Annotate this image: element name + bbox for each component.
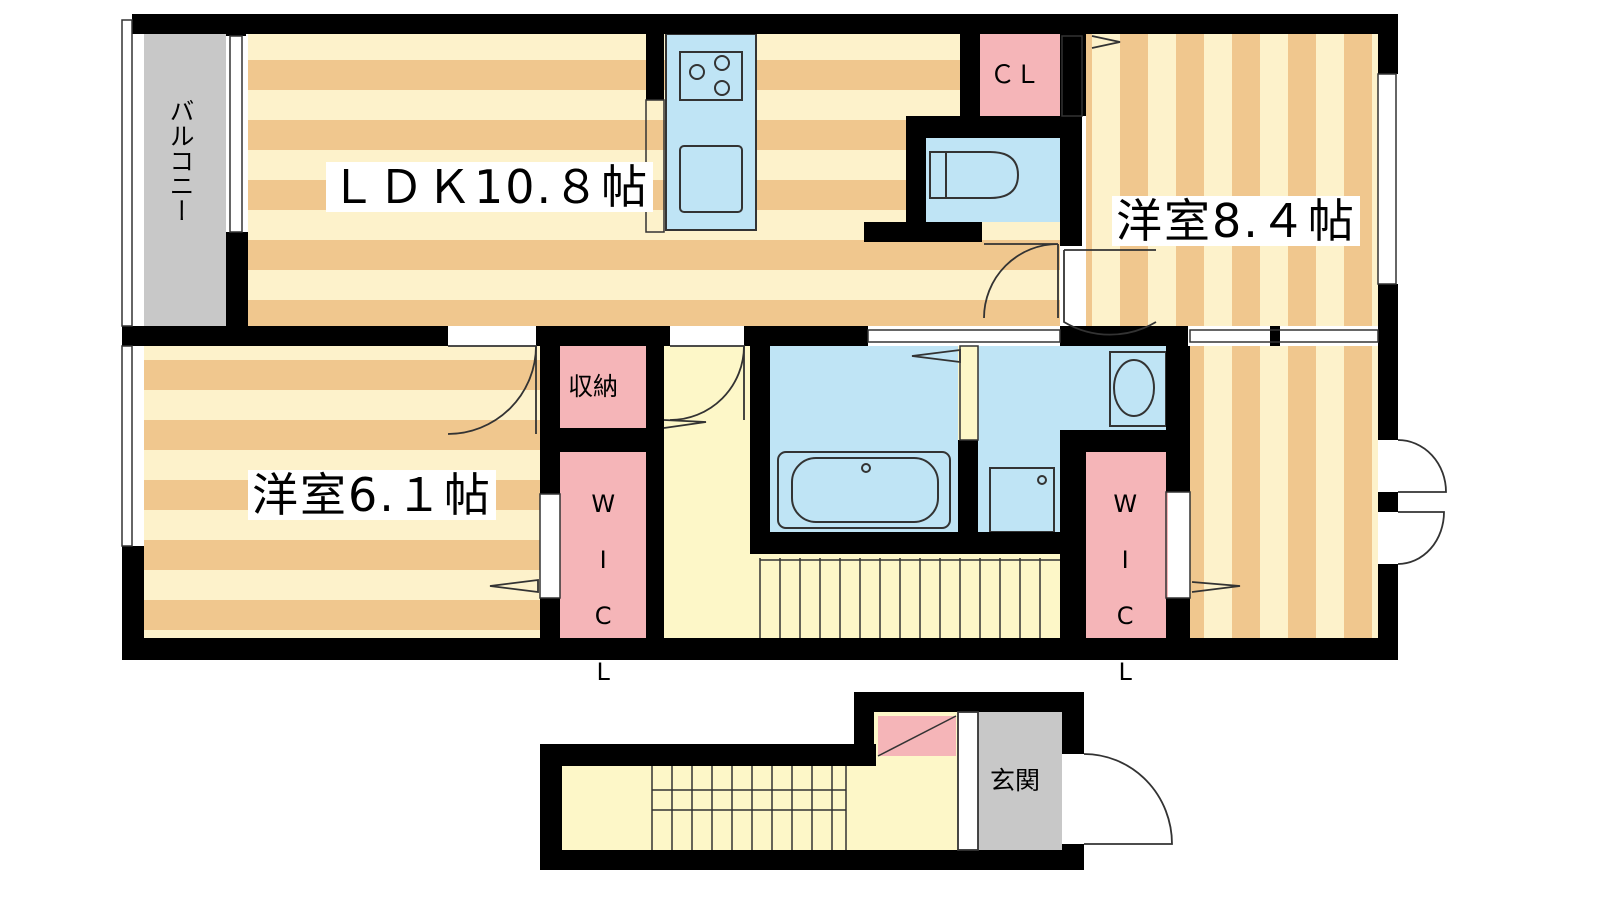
windows (121, 19, 1397, 599)
lower-hall-floor (562, 766, 958, 852)
washroom-lower (978, 436, 1060, 532)
western-8-floor (1086, 34, 1378, 326)
wic-left-floor (560, 452, 646, 638)
wic-right-floor (1086, 452, 1168, 638)
closet-cl (980, 34, 1060, 116)
western-8-label: 洋室8.４帖 (1112, 196, 1360, 246)
sink-icon (679, 145, 743, 213)
burner-icon (714, 55, 730, 71)
upper-walls (122, 14, 1398, 660)
bathtub-icon (777, 451, 951, 529)
stove-icon (679, 51, 743, 101)
burner-icon (689, 64, 705, 80)
western-6-label: 洋室6.１帖 (248, 470, 496, 520)
storage-closet (560, 346, 646, 428)
toilet-tank-icon (929, 151, 947, 199)
washer-drain-icon (1037, 475, 1047, 485)
balcony-label: バルコニー (166, 98, 195, 223)
wic-right-label: W I C L (1111, 490, 1140, 686)
wic-left-label: W I C L (589, 490, 618, 686)
closet-cl-label: ＣＬ (990, 60, 1041, 89)
burner-icon (714, 80, 730, 96)
western-8-floor-lower (1190, 346, 1378, 638)
ldk-label: ＬＤＫ10.８帖 (326, 162, 654, 212)
lower-lines (957, 711, 1173, 851)
drain-icon (861, 463, 871, 473)
lower-stairs (651, 766, 847, 852)
balcony-floor (144, 34, 226, 326)
lower-closet-diagonal (877, 715, 957, 757)
storage-label: 収納 (568, 372, 619, 401)
entrance-floor (978, 712, 1062, 852)
bathtub-inner-icon (791, 457, 939, 523)
basin-bowl-icon (1113, 359, 1155, 417)
lower-walls (540, 692, 1084, 870)
bathroom (770, 346, 958, 532)
entrance-label: 玄関 (990, 766, 1041, 795)
toilet-bowl-icon (946, 151, 1020, 199)
doors (447, 35, 1447, 594)
upper-stairs (759, 558, 1060, 638)
